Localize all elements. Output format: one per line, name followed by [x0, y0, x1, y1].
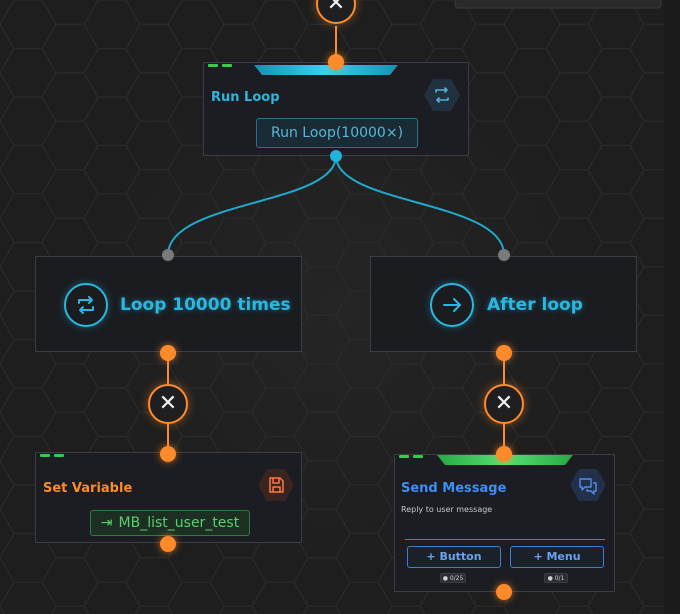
delete-connection-button[interactable]: ✕: [148, 384, 188, 424]
node-subtitle: Reply to user message: [401, 505, 493, 514]
input-port[interactable]: [498, 249, 510, 261]
repeat-icon: [424, 77, 460, 113]
after-loop-node[interactable]: After loop: [370, 256, 637, 352]
branch-label: After loop: [487, 295, 583, 315]
chat-icon: [570, 467, 606, 503]
run-loop-node[interactable]: Run Loop Run Loop(10000×): [203, 62, 469, 156]
output-port[interactable]: [330, 150, 342, 162]
set-variable-node[interactable]: Set Variable ⇥ MB_list_user_test: [35, 452, 302, 543]
node-title: Set Variable: [43, 481, 133, 496]
close-icon: ✕: [158, 391, 178, 416]
status-indicator: [54, 454, 64, 457]
status-indicator: [208, 64, 218, 67]
input-port[interactable]: [496, 446, 512, 462]
output-port[interactable]: [160, 536, 176, 552]
status-indicator: [40, 454, 50, 457]
save-icon: [258, 467, 294, 503]
send-message-node[interactable]: Send Message Reply to user message + But…: [394, 454, 615, 592]
arrow-to-right-icon: ⇥: [100, 515, 113, 531]
add-button-button[interactable]: + Button: [407, 546, 501, 568]
status-indicator: [399, 455, 409, 458]
status-indicator: [413, 455, 423, 458]
variable-name-badge[interactable]: ⇥ MB_list_user_test: [90, 510, 250, 536]
output-port[interactable]: [496, 584, 512, 600]
close-icon: ✕: [494, 391, 514, 416]
status-indicator: [222, 64, 232, 67]
repeat-icon: [64, 283, 108, 327]
delete-connection-button[interactable]: ✕: [484, 384, 524, 424]
node-title: Run Loop: [211, 90, 280, 105]
header-bar: [254, 65, 398, 75]
variable-name: MB_list_user_test: [118, 515, 240, 531]
add-menu-button[interactable]: + Menu: [510, 546, 604, 568]
input-port[interactable]: [162, 249, 174, 261]
arrow-right-icon: [430, 283, 474, 327]
branch-label: Loop 10000 times: [120, 295, 291, 315]
output-port[interactable]: [496, 345, 512, 361]
input-port[interactable]: [160, 446, 176, 462]
output-port[interactable]: [160, 345, 176, 361]
input-port[interactable]: [328, 54, 344, 70]
loop-branch-node[interactable]: Loop 10000 times: [35, 256, 302, 352]
close-icon: ✕: [326, 0, 346, 16]
loop-count-badge[interactable]: Run Loop(10000×): [256, 118, 418, 148]
divider: [405, 539, 605, 540]
menu-counter: ● 0/1: [544, 573, 568, 583]
node-title: Send Message: [401, 481, 507, 496]
button-counter: ● 0/25: [440, 573, 466, 583]
